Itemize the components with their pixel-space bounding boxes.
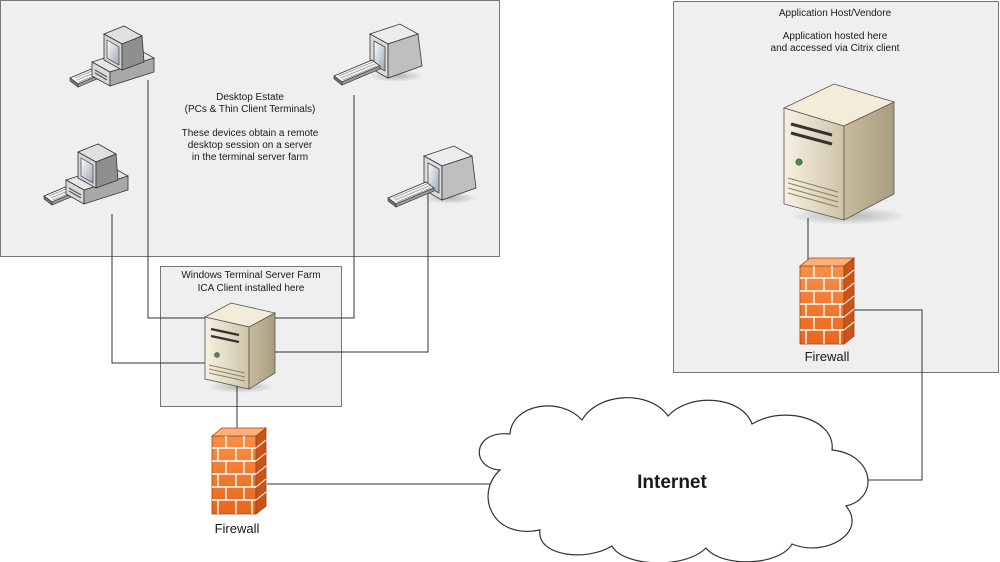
terminal-server-farm-title: Windows Terminal Server Farm — [181, 270, 321, 281]
firewall-right-label: Firewall — [804, 349, 850, 364]
desktop-estate-description: These devices obtain a remote desktop se… — [181, 128, 319, 163]
terminal-server-farm-subtitle: ICA Client installed here — [197, 283, 305, 294]
cloud-icon — [478, 397, 869, 562]
tower-server-icon — [203, 302, 277, 393]
tower-server-icon — [782, 83, 908, 225]
connection-lines — [111, 80, 923, 485]
app-host-description: Application hosted here and accessed via… — [770, 31, 900, 54]
desktop-estate-subtitle: (PCs & Thin Client Terminals) — [184, 104, 316, 115]
firewall-icon — [799, 257, 855, 345]
app-host-title: Application Host/Vendore — [778, 8, 892, 19]
desktop-estate-title: Desktop Estate — [216, 92, 284, 103]
firewall-icon — [211, 427, 267, 515]
internet-label: Internet — [637, 472, 707, 493]
firewall-left-label: Firewall — [214, 521, 260, 536]
